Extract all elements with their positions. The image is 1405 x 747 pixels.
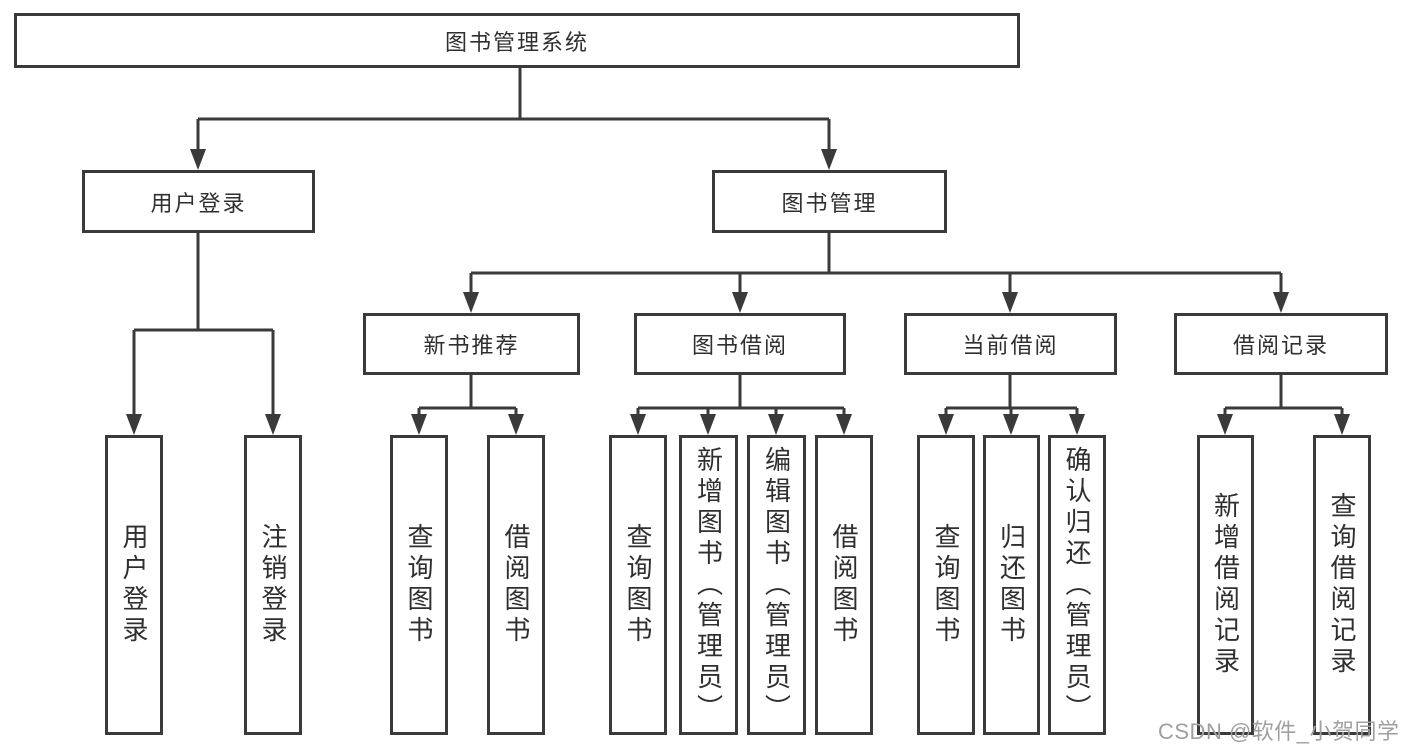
node-new-book-recommend: 新书推荐	[363, 313, 580, 375]
leaf-return-book: 归还图书	[983, 435, 1040, 735]
node-current-borrow: 当前借阅	[904, 313, 1117, 375]
node-book-management: 图书管理	[712, 170, 947, 233]
csdn-watermark: CSDN @软件_小贺同学	[1158, 719, 1400, 744]
leaf-user-login: 用户登录	[105, 435, 163, 735]
node-book-borrow: 图书借阅	[634, 313, 846, 375]
leaf-query-books-recommend: 查询图书	[390, 435, 448, 735]
node-borrow-records: 借阅记录	[1174, 313, 1388, 375]
leaf-logout: 注销登录	[244, 435, 302, 735]
node-user-login: 用户登录	[82, 170, 315, 233]
leaf-borrow-books: 借阅图书	[815, 435, 873, 735]
leaf-query-books-borrow: 查询图书	[609, 435, 667, 735]
leaf-query-books-current: 查询图书	[917, 435, 975, 735]
leaf-query-borrow-record: 查询借阅记录	[1313, 435, 1371, 735]
leaf-borrow-books-recommend: 借阅图书	[487, 435, 545, 735]
node-library-system: 图书管理系统	[14, 13, 1020, 68]
leaf-add-borrow-record: 新增借阅记录	[1197, 435, 1254, 735]
leaf-confirm-return-admin: 确认归还（管理员）	[1048, 435, 1106, 735]
leaf-add-book-admin: 新增图书（管理员）	[679, 435, 738, 735]
leaf-edit-book-admin: 编辑图书（管理员）	[747, 435, 806, 735]
